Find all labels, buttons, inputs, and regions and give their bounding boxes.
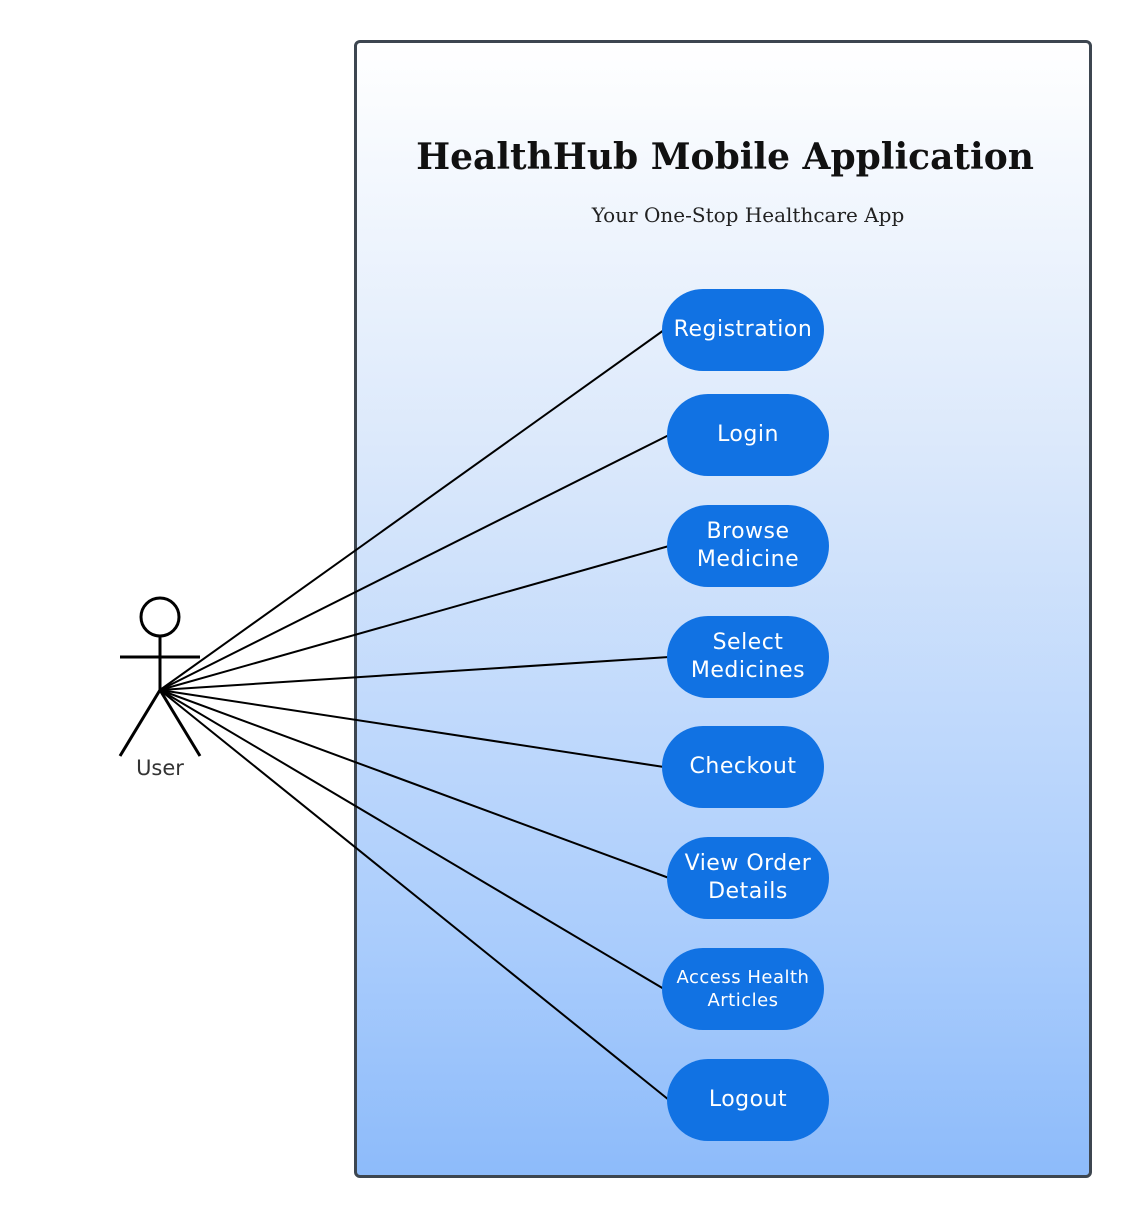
association-line-logout: [159, 689, 670, 1101]
association-line-view-order-details: [159, 689, 670, 879]
actor-label-user: User: [136, 756, 184, 780]
diagram-subtitle: Your One-Stop Healthcare App: [591, 203, 905, 227]
stick-figure-icon: [118, 596, 202, 757]
association-line-access-health-articles: [159, 689, 665, 990]
usecase-view-order-details: View Order Details: [667, 837, 829, 919]
usecase-logout: Logout: [667, 1059, 829, 1141]
usecase-select-medicines: Select Medicines: [667, 616, 829, 698]
usecase-login: Login: [667, 394, 829, 476]
association-line-browse-medicine: [159, 545, 670, 691]
usecase-browse-medicine: Browse Medicine: [667, 505, 829, 587]
association-line-select-medicines: [159, 656, 670, 691]
usecase-registration: Registration: [662, 289, 824, 371]
association-line-checkout: [159, 689, 665, 768]
association-line-registration: [159, 329, 665, 691]
usecase-access-health-articles: Access Health Articles: [662, 948, 824, 1030]
usecase-checkout: Checkout: [662, 726, 824, 808]
diagram-title: HealthHub Mobile Application: [416, 136, 1034, 178]
association-line-login: [159, 434, 670, 691]
